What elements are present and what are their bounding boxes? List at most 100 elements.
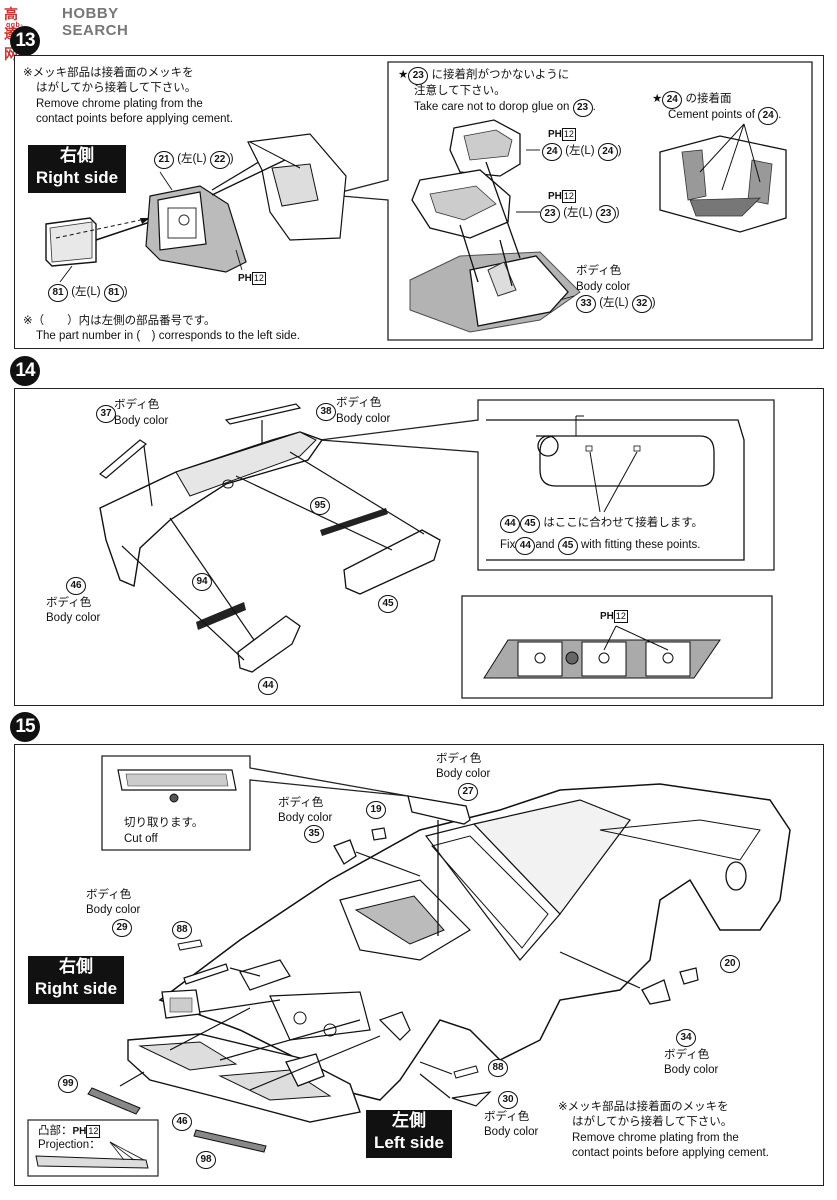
part-44-num: 44 <box>258 677 278 695</box>
s13-body-color-en: Body color <box>576 281 631 293</box>
s15-part27-body-jp: ボディ色 <box>436 753 482 765</box>
part-24-mid: (左(L) <box>565 145 595 157</box>
cement-note-en-num: 24 <box>758 107 779 125</box>
part-98-num: 98 <box>196 1151 216 1169</box>
s15-right-side-label: 右側 Right side <box>28 956 124 1004</box>
part-24l-num: 24 <box>597 143 618 161</box>
part-33-mid: (左(L) <box>599 297 629 309</box>
part-21-num: 21 <box>154 151 174 169</box>
s15-part-88b: 88 <box>488 1058 508 1077</box>
s14-part-95: 95 <box>310 496 330 515</box>
part-81l-num: 81 <box>103 284 124 302</box>
s13-part-33-label: 33 (左(L) 32) <box>576 294 656 313</box>
part-38-num: 38 <box>316 403 336 421</box>
s13-body-color-jp: ボディ色 <box>576 265 622 277</box>
s15-left-side-label: 左側 Left side <box>366 1110 452 1158</box>
glue-star-icon: ★ <box>398 69 409 81</box>
watermark-search: HOBBY SEARCH <box>62 5 129 39</box>
s15-part-99: 99 <box>58 1074 78 1093</box>
part-37-num: 37 <box>96 405 116 423</box>
s14-part-45: 45 <box>378 594 398 613</box>
s13-cement-note: ★24 の接着面 <box>652 90 732 109</box>
part-20-num: 20 <box>720 955 740 973</box>
s15-part-98: 98 <box>196 1150 216 1169</box>
part-88b-num: 88 <box>488 1059 508 1077</box>
s13-paren-note-jp: ※（ ）内は左側の部品番号です。 <box>23 315 216 327</box>
part-99-num: 99 <box>58 1075 78 1093</box>
ph-label: PH <box>548 129 562 140</box>
fix-num-44: 44 <box>500 515 520 533</box>
s15-part35-body-en: Body color <box>278 812 333 824</box>
ph-label: PH <box>548 191 562 202</box>
part-81-num: 81 <box>48 284 68 302</box>
cement-star-icon: ★ <box>652 93 663 105</box>
s14-part37-body-en: Body color <box>114 415 169 427</box>
ph-num: 12 <box>86 1125 101 1138</box>
s14-part-46: 46 <box>66 576 86 595</box>
s15-right-side-jp: 右側 <box>59 957 93 976</box>
s13-part-23-label: 23 (左(L) 23) <box>540 204 620 223</box>
s13-part-21-label: 21 (左(L) 22) <box>154 150 234 169</box>
part-46-num: 46 <box>172 1113 192 1131</box>
s13-glue-note-1: ★23 に接着剤がつかないように <box>398 66 569 85</box>
ph-num: 12 <box>251 272 266 285</box>
fix-en-and: and <box>535 539 555 551</box>
fix-note-jp: はここに合わせて接着します。 <box>543 517 704 529</box>
s13-right-side-label: 右側 Right side <box>28 145 126 193</box>
s13-chrome-note-jp-2: はがしてから接着して下さい。 <box>36 82 197 94</box>
ph-num: 12 <box>561 128 576 141</box>
step-15-badge: 15 <box>10 712 40 742</box>
glue-note-en: Take care not to dorop glue on <box>414 101 570 113</box>
s14-part-38: 38 <box>316 402 336 421</box>
part-23-num: 23 <box>540 205 560 223</box>
part-88-num: 88 <box>172 921 192 939</box>
part-94-num: 94 <box>192 573 212 591</box>
glue-note-jp-1: に接着剤がつかないように <box>431 69 570 81</box>
s15-left-side-en: Left side <box>374 1133 444 1152</box>
s15-chrome-note-en-2: contact points before applying cement. <box>572 1147 769 1159</box>
part-21-mid: (左(L) <box>177 153 207 165</box>
cement-note-en: Cement points of <box>668 109 755 121</box>
part-46-num: 46 <box>66 577 86 595</box>
s15-part-46: 46 <box>172 1112 192 1131</box>
s15-part-35: 35 <box>304 824 324 843</box>
s15-part35-body-jp: ボディ色 <box>278 797 324 809</box>
part-32-num: 32 <box>631 295 652 313</box>
s15-right-side-en: Right side <box>34 979 118 998</box>
projection-jp: 凸部： <box>38 1125 73 1137</box>
glue-note-en-num: 23 <box>572 99 593 117</box>
part-45-num: 45 <box>378 595 398 613</box>
part-22-num: 22 <box>209 151 230 169</box>
s13-chrome-note-en-1: Remove chrome plating from the <box>36 98 203 110</box>
s13-glue-note-jp-2: 注意して下さい。 <box>414 85 506 97</box>
s15-part30-body-en: Body color <box>484 1126 539 1138</box>
s15-part-30: 30 <box>498 1090 518 1109</box>
s14-part46-body-en: Body color <box>46 612 101 624</box>
s15-part-29: 29 <box>112 918 132 937</box>
s14-part-37: 37 <box>96 404 116 423</box>
s15-part30-body-jp: ボディ色 <box>484 1111 530 1123</box>
s14-part38-body-jp: ボディ色 <box>336 397 382 409</box>
part-35-num: 35 <box>304 825 324 843</box>
s13-cement-note-en: Cement points of 24. <box>668 106 781 125</box>
s15-cut-off-jp: 切り取ります。 <box>124 817 204 829</box>
part-33-num: 33 <box>576 295 596 313</box>
s15-part27-body-en: Body color <box>436 768 491 780</box>
s13-part-24-label: 24 (左(L) 24) <box>542 142 622 161</box>
part-30-num: 30 <box>498 1091 518 1109</box>
s14-part37-body-jp: ボディ色 <box>114 399 160 411</box>
s15-part34-body-en: Body color <box>664 1064 719 1076</box>
s15-part29-body-jp: ボディ色 <box>86 889 132 901</box>
part-34-num: 34 <box>676 1029 696 1047</box>
fix-en-1: Fix <box>500 539 516 551</box>
s13-paren-note-en: The part number in ( ) corresponds to th… <box>36 330 300 342</box>
